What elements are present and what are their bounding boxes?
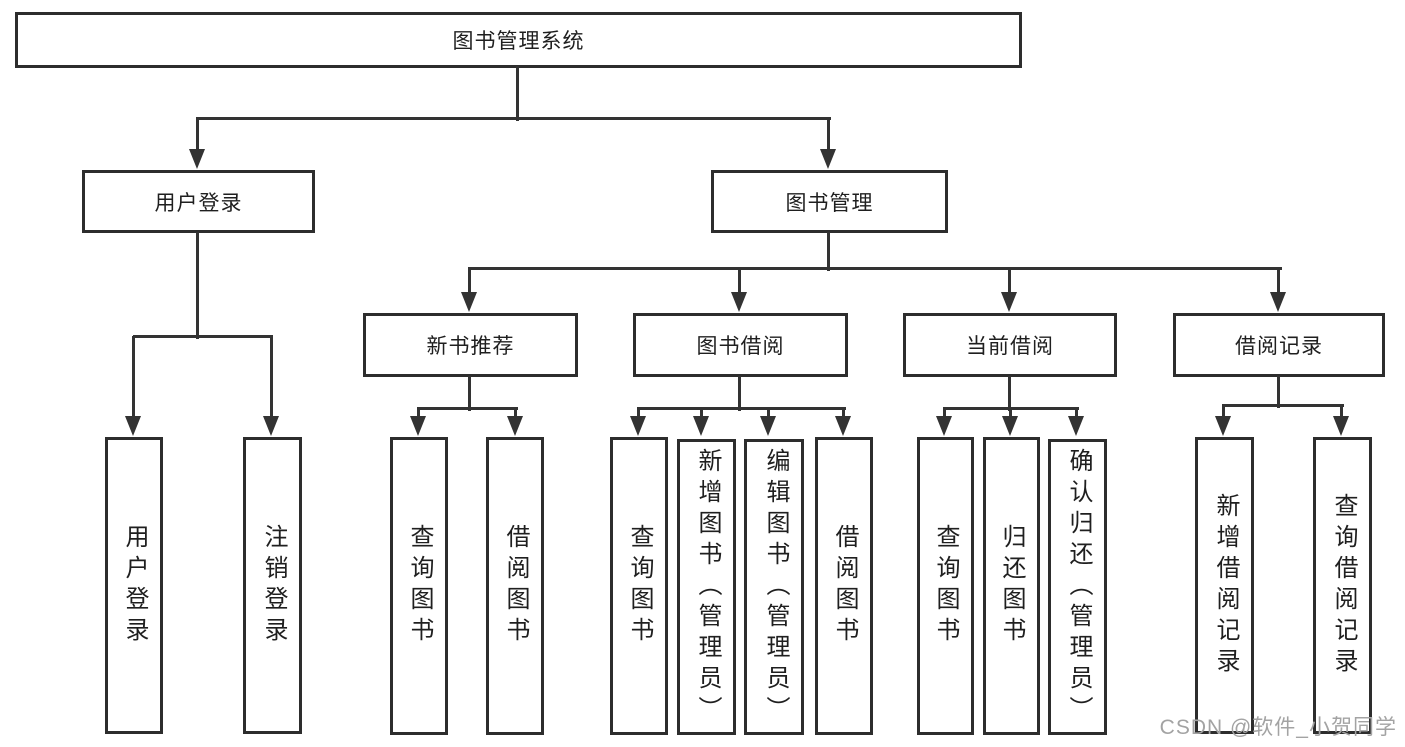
node-new-book-recommendation: 新书推荐 [363,313,578,377]
leaf-query-borrow-record: 查询借阅记录 [1313,437,1372,734]
arrowhead-down-icon [1068,416,1084,436]
leaf-confirm-return-admin: 确认归还（管理员） [1048,439,1107,735]
connector-line [738,376,741,411]
connector-line [637,407,846,410]
arrowhead-down-icon [1002,416,1018,436]
connector-line [1340,405,1343,424]
arrowhead-down-icon [820,149,836,169]
connector-line [516,66,519,121]
node-user-login: 用户登录 [82,170,315,233]
leaf-return-books: 归还图书 [983,437,1040,735]
connector-line [196,117,831,120]
connector-line [132,336,135,424]
connector-line [1008,268,1011,300]
arrowhead-down-icon [760,416,776,436]
arrowhead-down-icon [1333,416,1349,436]
arrowhead-down-icon [731,292,747,312]
watermark: CSDN @软件_小贺同学 [1159,716,1397,739]
connector-line [468,376,471,411]
connector-line [196,232,199,339]
arrowhead-down-icon [693,416,709,436]
connector-line [738,268,741,300]
leaf-add-books-admin: 新增图书（管理员） [677,439,736,735]
connector-line [196,118,199,157]
arrowhead-down-icon [461,292,477,312]
node-library-management-system: 图书管理系统 [15,12,1022,68]
arrowhead-down-icon [263,416,279,436]
arrowhead-down-icon [125,416,141,436]
arrowhead-down-icon [835,416,851,436]
arrowhead-down-icon [410,416,426,436]
leaf-query-books: 查询图书 [917,437,974,735]
node-current-borrowing: 当前借阅 [903,313,1117,377]
arrowhead-down-icon [1215,416,1231,436]
connector-line [270,336,273,424]
node-book-management: 图书管理 [711,170,948,233]
leaf-user-login: 用户登录 [105,437,163,734]
arrowhead-down-icon [507,416,523,436]
arrowhead-down-icon [189,149,205,169]
leaf-edit-books-admin: 编辑图书（管理员） [744,439,804,735]
connector-line [1277,268,1280,300]
arrowhead-down-icon [1270,292,1286,312]
connector-line [1277,376,1280,408]
leaf-query-books: 查询图书 [390,437,448,735]
connector-line [827,232,830,271]
connector-line [468,268,471,300]
arrowhead-down-icon [936,416,952,436]
leaf-borrow-books: 借阅图书 [486,437,544,735]
arrowhead-down-icon [1001,292,1017,312]
connector-line [468,267,1282,270]
connector-line [417,407,518,410]
arrowhead-down-icon [630,416,646,436]
node-book-borrowing: 图书借阅 [633,313,848,377]
node-borrowing-records: 借阅记录 [1173,313,1385,377]
connector-line [1222,404,1344,407]
connector-line [133,335,273,338]
leaf-add-borrow-record: 新增借阅记录 [1195,437,1254,734]
leaf-borrow-books: 借阅图书 [815,437,873,735]
leaf-query-books: 查询图书 [610,437,668,735]
connector-line [1008,376,1011,411]
connector-line [827,118,830,157]
connector-line [1222,405,1225,424]
leaf-logout: 注销登录 [243,437,302,734]
